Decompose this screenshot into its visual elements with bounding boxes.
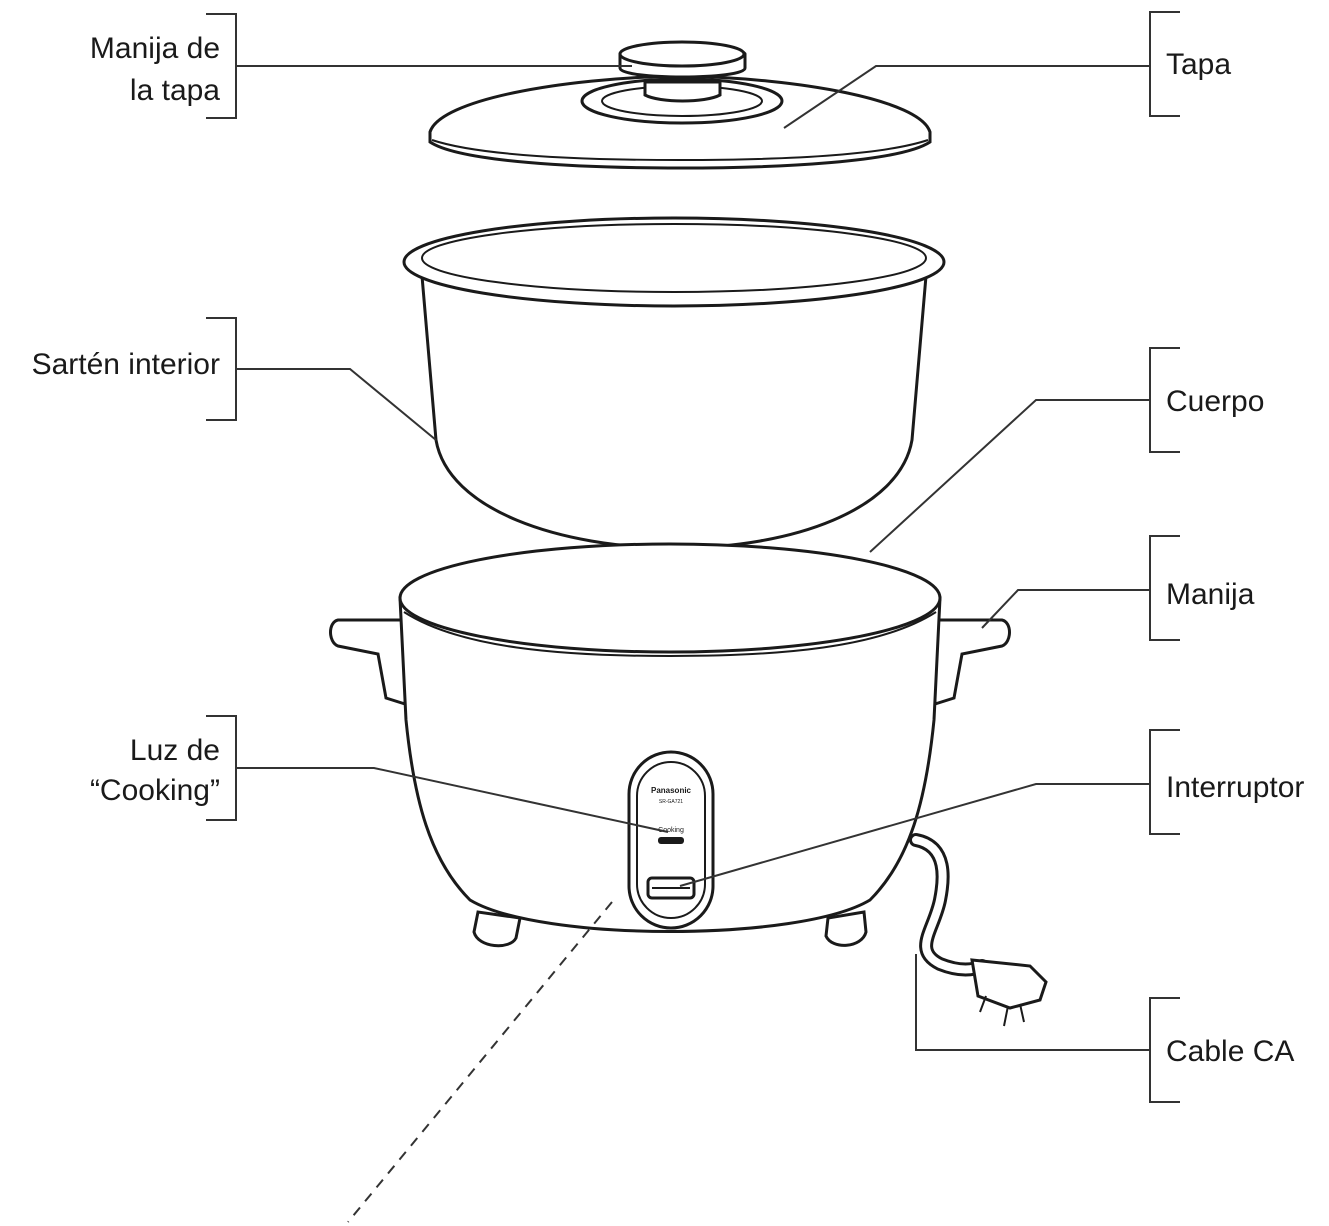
- panel-cooking-text: Cooking: [658, 827, 684, 834]
- dashed-pointer-line: [347, 901, 613, 1223]
- label-lid-handle-line1: Manija de: [90, 32, 220, 65]
- callout-lid-handle: Manija de la tapa: [90, 13, 632, 119]
- label-inner-pan: Sartén interior: [32, 348, 220, 381]
- ac-cord-illustration: [909, 833, 1048, 1027]
- label-handle: Manija: [1166, 578, 1255, 611]
- callout-body: Cuerpo: [869, 347, 1264, 553]
- lid-illustration: [428, 74, 932, 170]
- label-cooking-light-line1: Luz de: [130, 734, 220, 767]
- callout-handle: Manija: [981, 535, 1255, 641]
- label-ac-cord: Cable CA: [1166, 1035, 1294, 1068]
- cooking-indicator-light: [658, 837, 684, 844]
- panel-model: SR-GA721: [659, 799, 683, 805]
- lid-handle-illustration: [618, 40, 747, 103]
- label-lid-handle-line2: la tapa: [130, 74, 220, 107]
- label-switch: Interruptor: [1166, 771, 1304, 804]
- callout-switch: Interruptor: [679, 729, 1304, 887]
- label-lid: Tapa: [1166, 48, 1231, 81]
- label-body: Cuerpo: [1166, 385, 1264, 418]
- panel-brand: Panasonic: [651, 786, 692, 795]
- callout-cooking-light: Luz de “Cooking”: [90, 715, 669, 833]
- inner-pan-illustration: [402, 216, 946, 550]
- callout-lid: Tapa: [783, 11, 1231, 129]
- label-cooking-light-line2: “Cooking”: [90, 774, 220, 807]
- callout-inner-pan: Sartén interior: [32, 317, 437, 441]
- callout-ac-cord: Cable CA: [915, 954, 1294, 1103]
- body-illustration: Panasonic SR-GA721 Cooking: [329, 542, 1011, 948]
